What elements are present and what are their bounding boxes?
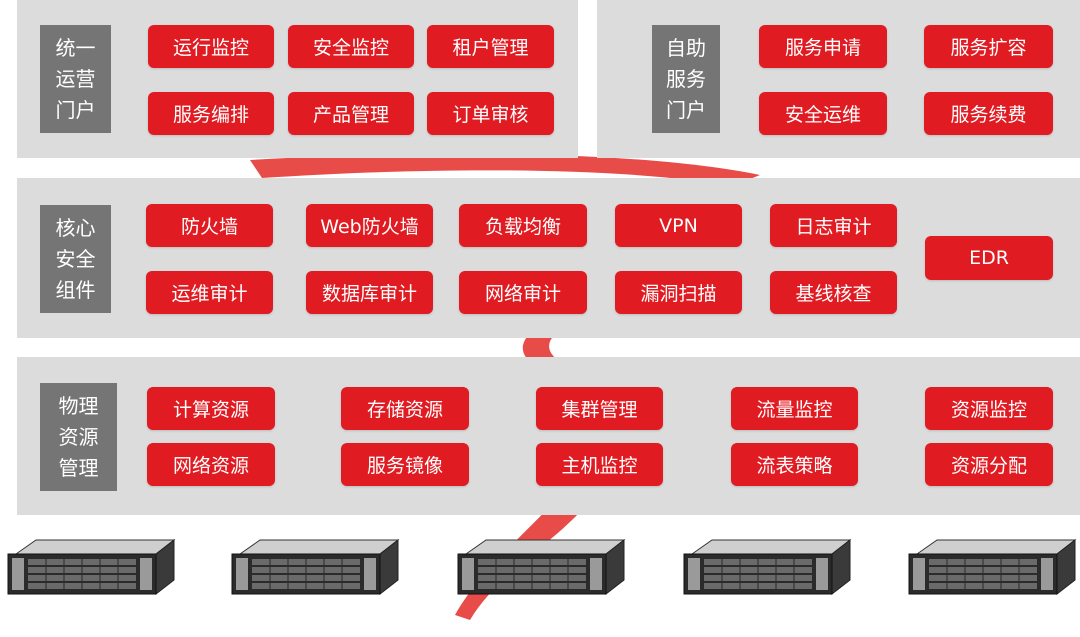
btn-network-resource[interactable]: 网络资源 [147,443,275,486]
section-label-line: 物理 [58,393,99,418]
btn-flow-table-policy[interactable]: 流表策略 [731,443,858,486]
panel-physical-resource [17,357,1080,515]
section-label-line: 门户 [666,97,706,122]
btn-compute-resource[interactable]: 计算资源 [147,387,275,430]
btn-service-renew[interactable]: 服务续费 [924,92,1053,135]
btn-service-image[interactable]: 服务镜像 [341,443,469,486]
rack-server-icon [457,539,625,595]
btn-baseline-check[interactable]: 基线核查 [770,271,897,314]
btn-resource-monitor[interactable]: 资源监控 [925,387,1053,430]
section-label-line: 资源 [58,424,99,449]
rack-server-icon [908,539,1076,595]
btn-network-audit[interactable]: 网络审计 [459,271,587,314]
btn-resource-allocate[interactable]: 资源分配 [925,443,1053,486]
btn-service-apply[interactable]: 服务申请 [759,25,887,68]
section-label-line: 运营 [55,66,96,91]
btn-edr[interactable]: EDR [925,236,1053,280]
btn-run-monitor[interactable]: 运行监控 [148,25,274,68]
section-label-physical-resource: 物理 资源 管理 [40,383,117,491]
btn-log-audit[interactable]: 日志审计 [770,204,897,247]
section-label-line: 安全 [55,246,96,271]
section-label-line: 核心 [55,215,96,240]
rack-server-icon [7,539,175,595]
section-label-line: 自助 [666,35,706,60]
section-label-line: 服务 [666,66,706,91]
section-label-core-security: 核心 安全 组件 [40,205,111,313]
btn-order-review[interactable]: 订单审核 [427,92,554,135]
section-label-line: 组件 [55,277,96,302]
btn-security-ops[interactable]: 安全运维 [759,92,887,135]
rack-server-icon [231,539,399,595]
section-label-self-service-portal: 自助 服务 门户 [652,25,720,133]
btn-service-expand[interactable]: 服务扩容 [924,25,1053,68]
btn-service-orchestration[interactable]: 服务编排 [148,92,274,135]
section-label-line: 管理 [58,455,99,480]
panel-core-security [17,178,1080,338]
btn-tenant-manage[interactable]: 租户管理 [427,25,554,68]
btn-security-monitor[interactable]: 安全监控 [288,25,414,68]
btn-web-firewall[interactable]: Web防火墙 [306,204,433,247]
btn-load-balance[interactable]: 负载均衡 [459,204,587,247]
btn-db-audit[interactable]: 数据库审计 [306,271,433,314]
section-label-unified-ops-portal: 统一 运营 门户 [40,25,111,133]
btn-ops-audit[interactable]: 运维审计 [146,271,273,314]
btn-traffic-monitor[interactable]: 流量监控 [731,387,858,430]
section-label-line: 统一 [55,35,96,60]
btn-vpn[interactable]: VPN [615,204,742,247]
section-label-line: 门户 [55,97,96,122]
btn-product-manage[interactable]: 产品管理 [288,92,414,135]
btn-vuln-scan[interactable]: 漏洞扫描 [615,271,742,314]
btn-firewall[interactable]: 防火墙 [146,204,273,247]
btn-cluster-manage[interactable]: 集群管理 [536,387,663,430]
rack-server-icon [683,539,851,595]
btn-host-monitor[interactable]: 主机监控 [536,443,663,486]
btn-storage-resource[interactable]: 存储资源 [341,387,469,430]
